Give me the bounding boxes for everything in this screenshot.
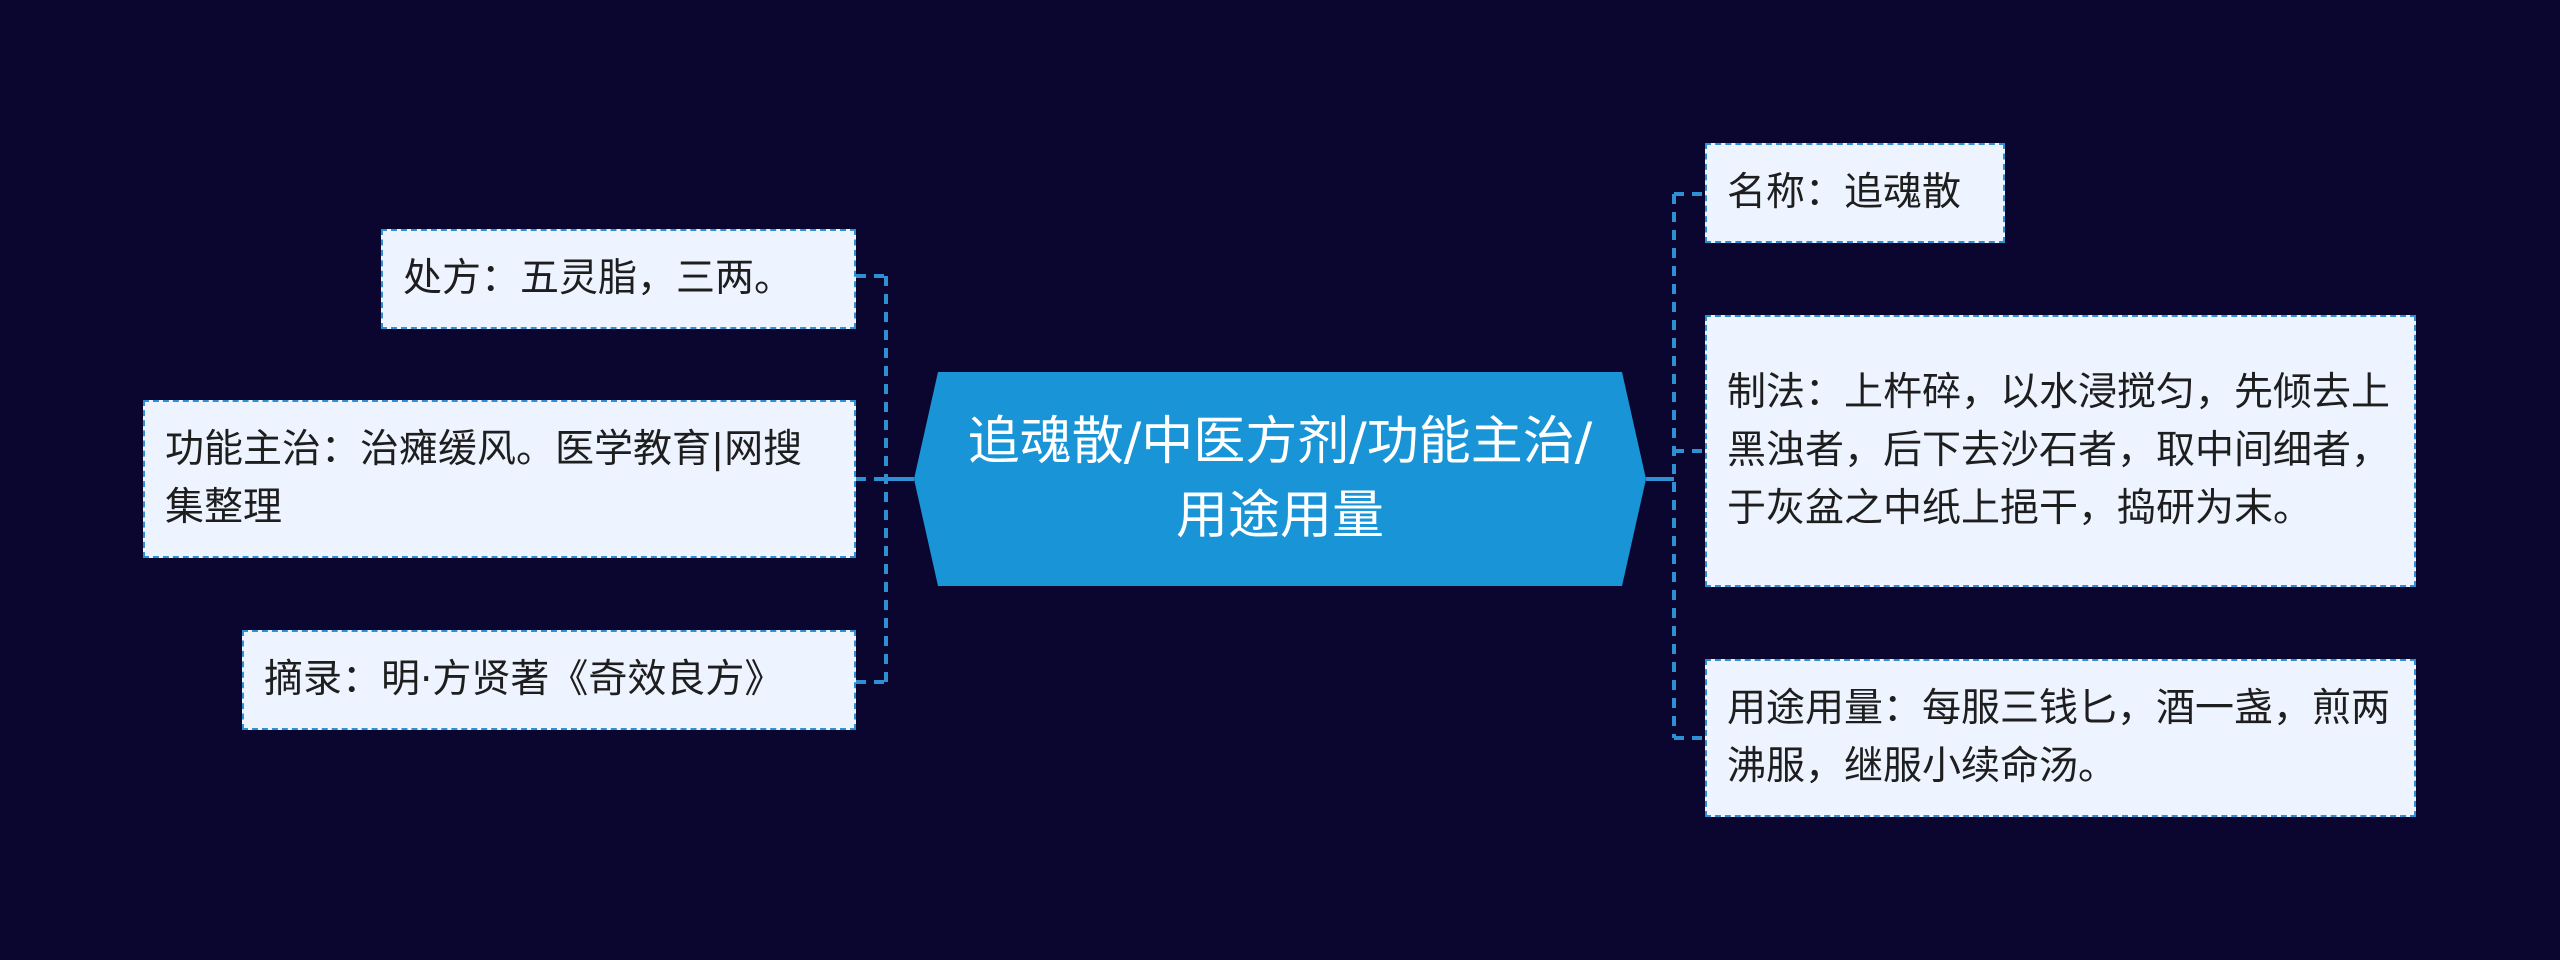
topic-indications-label: 功能主治：治瘫缓风。医学教育|网搜集整理 — [165, 427, 803, 530]
topic-source-label: 摘录：明·方贤著《奇效良方》 — [264, 657, 784, 702]
central-topic-label: 追魂散/中医方剂/功能主治/用途用量 — [967, 412, 1593, 546]
topic-prescription[interactable]: 处方：五灵脂，三两。 — [381, 229, 856, 329]
central-topic[interactable]: 追魂散/中医方剂/功能主治/用途用量 — [914, 372, 1646, 586]
topic-name[interactable]: 名称：追魂散 — [1705, 143, 2005, 243]
topic-preparation-label: 制法：上杵碎，以水浸搅匀，先倾去上黑浊者，后下去沙石者，取中间细者，于灰盆之中纸… — [1727, 370, 2391, 531]
topic-dosage-label: 用途用量：每服三钱匕，酒一盏，煎两沸服，继服小续命汤。 — [1727, 686, 2391, 789]
topic-name-label: 名称：追魂散 — [1727, 170, 1962, 215]
topic-indications[interactable]: 功能主治：治瘫缓风。医学教育|网搜集整理 — [143, 400, 856, 558]
topic-preparation[interactable]: 制法：上杵碎，以水浸搅匀，先倾去上黑浊者，后下去沙石者，取中间细者，于灰盆之中纸… — [1705, 315, 2416, 587]
topic-prescription-label: 处方：五灵脂，三两。 — [403, 256, 794, 301]
topic-source[interactable]: 摘录：明·方贤著《奇效良方》 — [242, 630, 856, 730]
topic-dosage[interactable]: 用途用量：每服三钱匕，酒一盏，煎两沸服，继服小续命汤。 — [1705, 659, 2416, 817]
